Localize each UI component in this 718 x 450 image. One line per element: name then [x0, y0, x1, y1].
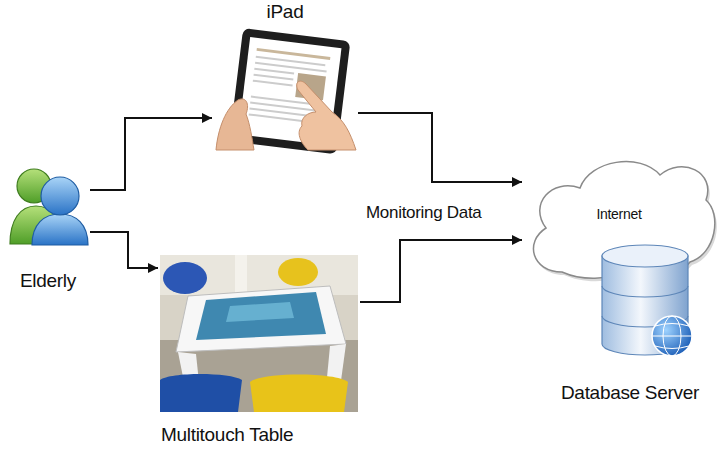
flow-arrow — [360, 240, 522, 302]
flow-arrow — [358, 113, 522, 182]
server-node: Database Server — [545, 243, 715, 405]
ipad-picture — [216, 28, 356, 154]
node-label: Database Server — [561, 382, 699, 404]
node-label: Internet — [596, 206, 641, 222]
device-node: Multitouch Table — [158, 253, 360, 447]
internet-cloud — [533, 162, 716, 282]
multitouch-table-photo — [160, 255, 358, 412]
device-node: iPad — [212, 0, 358, 152]
node-label: Multitouch Table — [161, 424, 293, 446]
database-cylinder — [602, 245, 692, 356]
person-node: Elderly — [6, 165, 90, 293]
cloud-node: Internet — [522, 152, 716, 277]
node-label: Elderly — [20, 270, 76, 292]
elderly-icon — [10, 169, 88, 245]
flow-label: Monitoring Data — [366, 203, 482, 223]
flow-arrow — [90, 232, 158, 268]
node-label: iPad — [267, 1, 304, 23]
flow-arrow — [90, 118, 212, 190]
